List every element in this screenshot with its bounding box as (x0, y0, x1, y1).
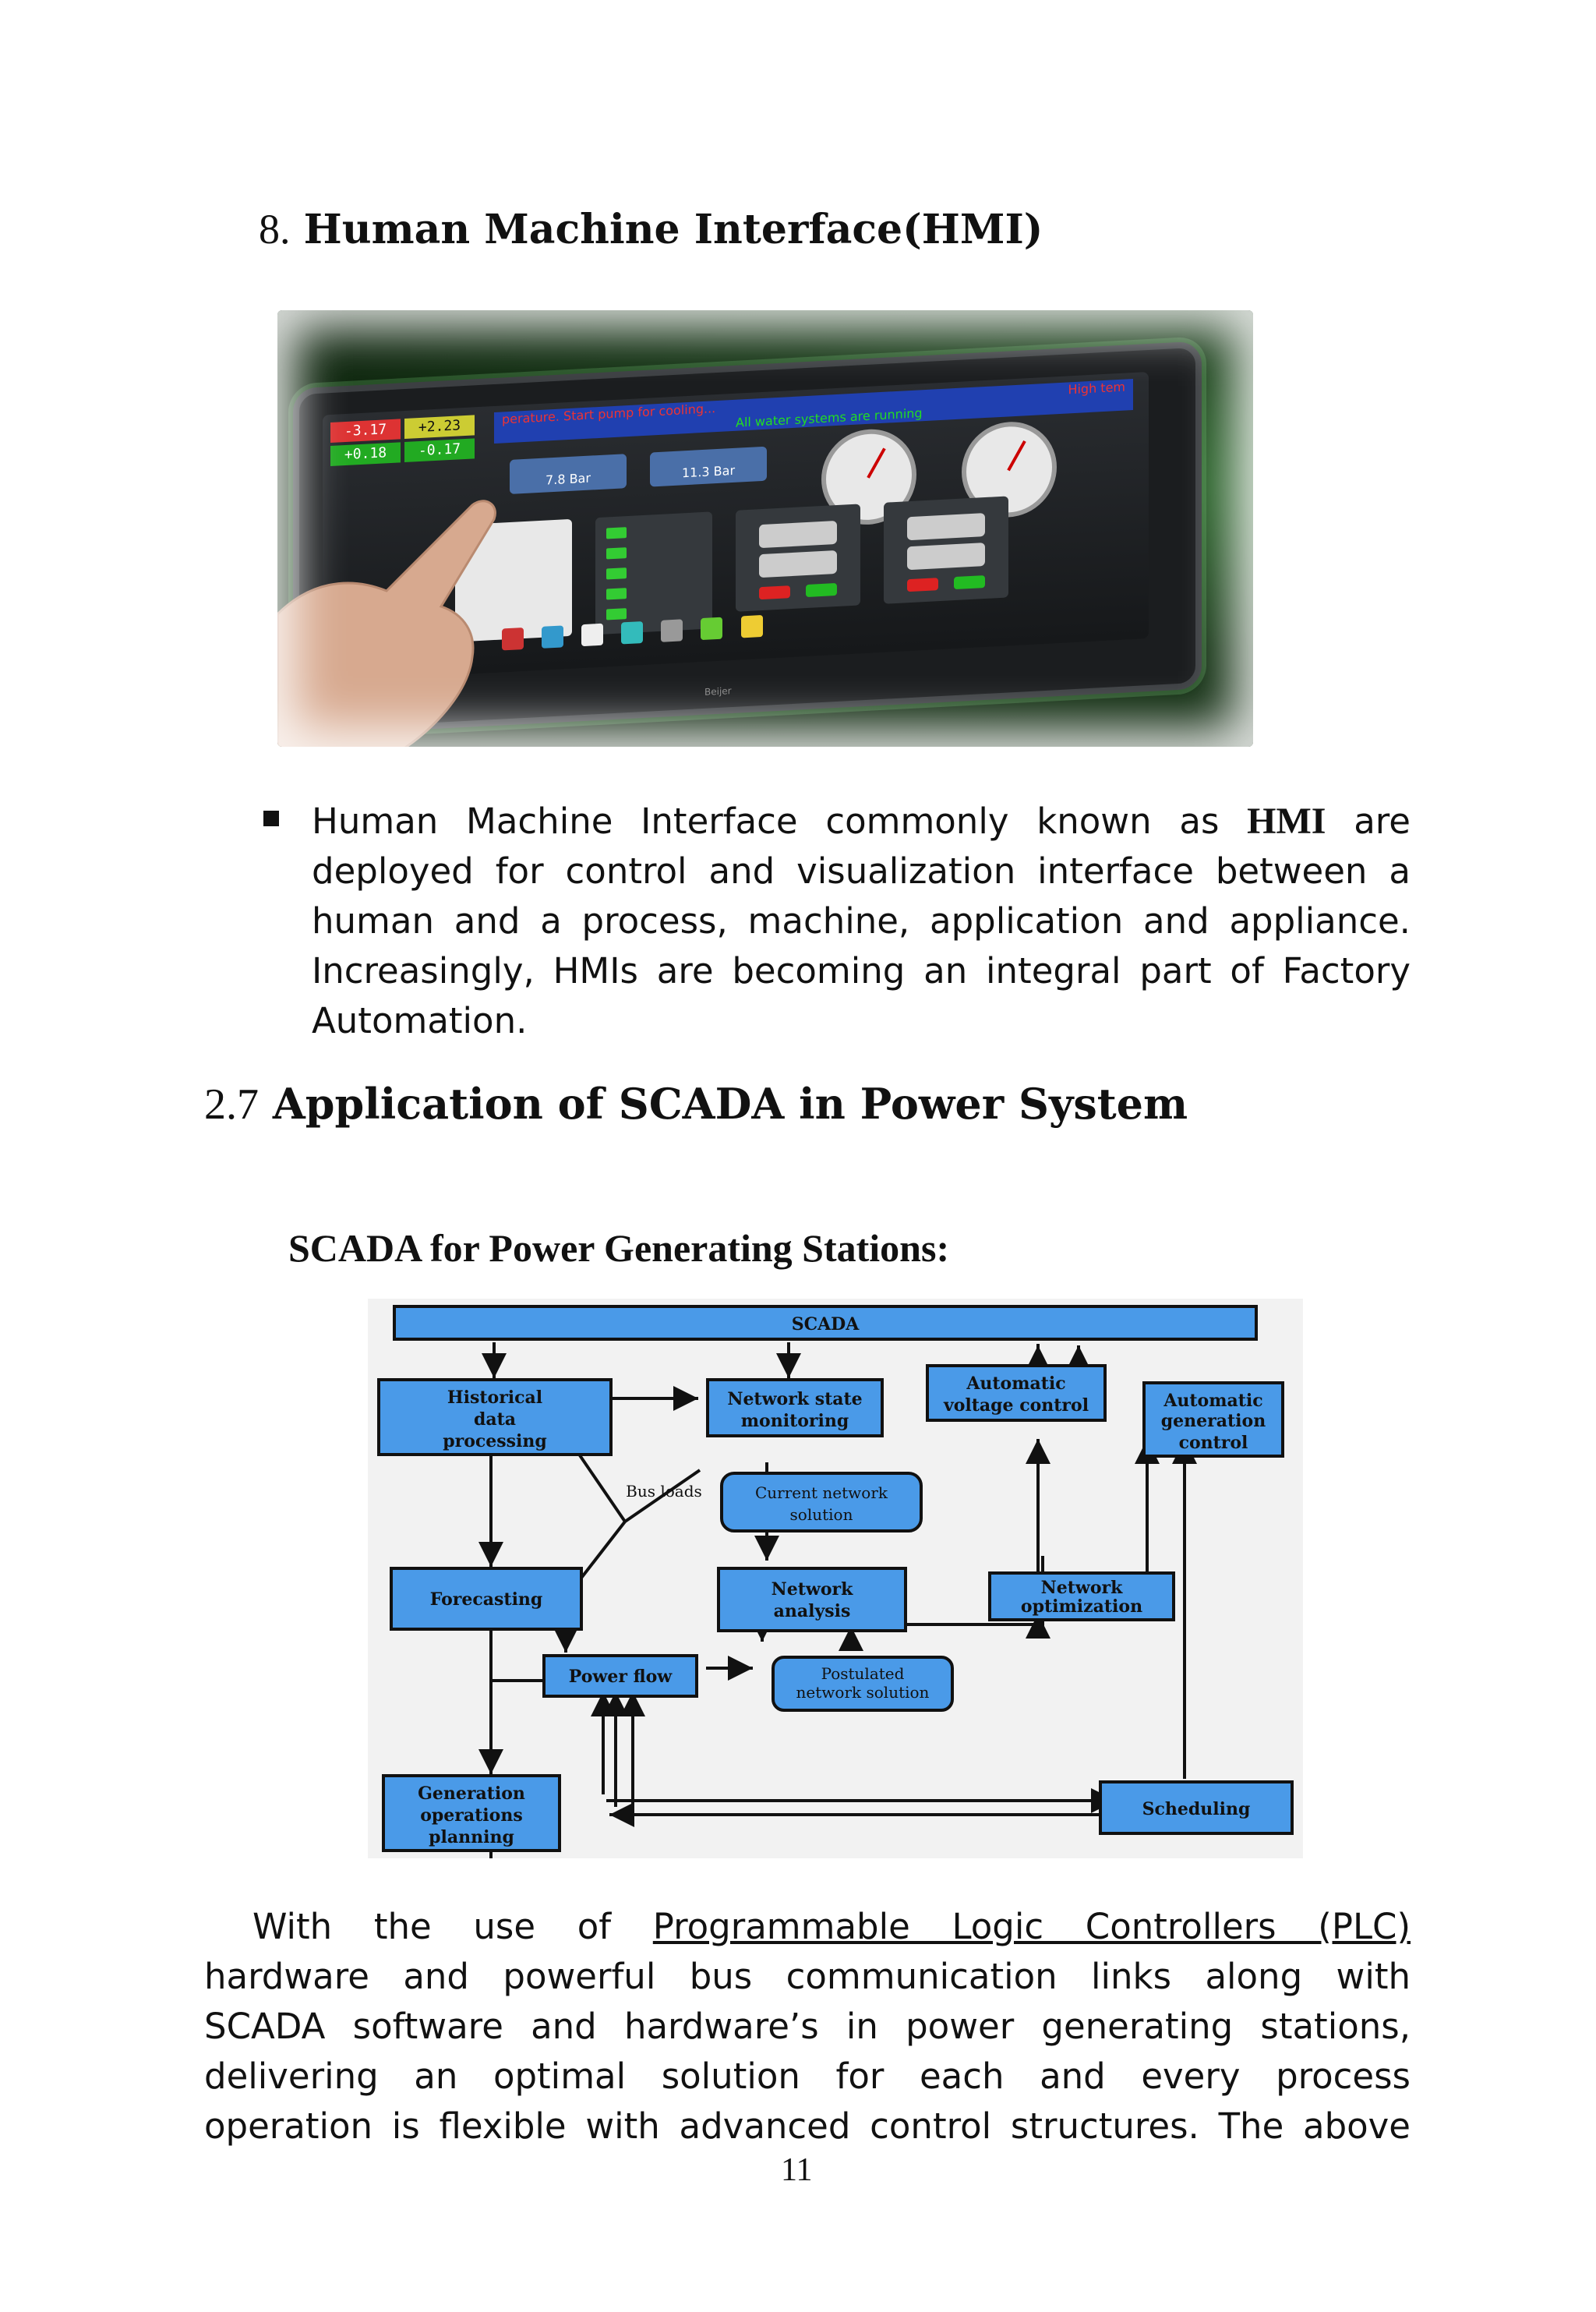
power-flow-label: Power flow (569, 1667, 673, 1687)
hmi-grey-button-icon (759, 550, 837, 578)
postulated-label-2: network solution (796, 1683, 930, 1702)
agc-label-1: Automatic (1163, 1391, 1262, 1411)
avc-label-1: Automatic (966, 1373, 1065, 1394)
subheading: SCADA for Power Generating Stations: (288, 1226, 950, 1270)
agc-label-2: generation (1161, 1411, 1266, 1431)
network-analysis-label-1: Network (772, 1579, 853, 1600)
plc-link[interactable]: Programmable Logic Controllers (PLC) (652, 1906, 1411, 1947)
scheduling-label: Scheduling (1142, 1799, 1251, 1819)
forecasting-box (390, 1567, 583, 1631)
agc-box (1142, 1381, 1284, 1458)
hmi-pressure-readout: 7.8 Bar (510, 454, 627, 494)
network-optimization-label-2: optimization (1021, 1596, 1142, 1617)
hmi-taskbar-icon (740, 614, 763, 638)
hmi-stop-button-icon (759, 585, 790, 600)
hmi-grey-button-icon (759, 520, 837, 549)
hmi-bullet-paragraph: Human Machine Interface commonly known a… (312, 797, 1411, 1046)
hmi-control-panel (736, 504, 860, 612)
hmi-control-panel (884, 496, 1008, 604)
postulated-box (772, 1656, 954, 1712)
bullet-tail-text: are deployed for control and visualizati… (312, 801, 1411, 1041)
network-state-box (706, 1378, 884, 1437)
hmi-stop-button-icon (907, 578, 938, 592)
scada-label: SCADA (792, 1314, 860, 1335)
paragraph-line: hardware and powerful bus communication … (204, 1956, 1411, 1997)
historical-label-3: processing (443, 1431, 547, 1451)
section-8-heading: 8. Human Machine Interface(HMI) (259, 204, 1043, 253)
hmi-taskbar-icon (661, 619, 683, 642)
paragraph-line: With the use of Programmable Logic Contr… (204, 1902, 1411, 1952)
section-number: 8. (259, 206, 291, 253)
paragraph-line: operation is flexible with advanced cont… (204, 2105, 1411, 2147)
network-optimization-label-1: Network (1041, 1578, 1123, 1598)
bus-loads-label: Bus loads (626, 1482, 702, 1501)
avc-box (926, 1364, 1107, 1422)
current-network-label-2: solution (790, 1505, 853, 1524)
hmi-value-cell: +0.18 (330, 442, 401, 467)
network-state-label-2: monitoring (741, 1411, 849, 1431)
generation-ops-label-1: Generation (418, 1783, 525, 1804)
agc-label-3: control (1179, 1433, 1248, 1453)
line-bus-loads-a (623, 1469, 701, 1523)
tablet-brand-text: Beijer (704, 685, 732, 698)
generation-ops-label-3: planning (429, 1827, 514, 1847)
section-title: Human Machine Interface(HMI) (303, 206, 1043, 253)
section-title: Application of SCADA in Power System (272, 1079, 1188, 1129)
bullet-lead-text: Human Machine Interface commonly known a… (312, 801, 1220, 842)
network-analysis-label-2: analysis (774, 1601, 851, 1621)
current-network-label-1: Current network (755, 1483, 888, 1502)
pointing-hand-icon (277, 500, 496, 747)
page-number: 11 (781, 2152, 813, 2188)
network-optimization-box (988, 1571, 1175, 1621)
hmi-start-button-icon (954, 575, 985, 590)
hmi-taskbar-icon (621, 621, 644, 645)
current-network-box (720, 1472, 923, 1532)
postulated-label-1: Postulated (821, 1664, 905, 1683)
network-analysis-box (717, 1567, 907, 1632)
scada-box (393, 1305, 1258, 1341)
hmi-value-cell: +2.23 (404, 415, 475, 440)
hmi-value-cell: -3.17 (330, 419, 401, 444)
paragraph-line: delivering an optimal solution for each … (204, 2056, 1411, 2097)
generation-ops-label-2: operations (420, 1805, 522, 1826)
avc-label-2: voltage control (943, 1395, 1089, 1416)
forecasting-label: Forecasting (430, 1589, 543, 1610)
power-flow-box (542, 1654, 698, 1698)
section-number: 2.7 (204, 1080, 259, 1129)
hmi-grey-button-icon (907, 543, 985, 571)
section-2-7-heading: 2.7 Application of SCADA in Power System (204, 1079, 1188, 1129)
hmi-switch-panel (595, 511, 712, 635)
network-state-label-1: Network state (727, 1389, 862, 1409)
bullet-bold-term: HMI (1247, 801, 1326, 842)
plc-paragraph: With the use of Programmable Logic Contr… (204, 1902, 1411, 2151)
generation-ops-box (382, 1774, 561, 1852)
hmi-pressure-readout: 11.3 Bar (650, 446, 767, 487)
hmi-touchscreen-photo: -3.17 +2.23 +0.18 -0.17 perature. Start … (277, 310, 1253, 747)
paragraph-line: SCADA software and hardware’s in power g… (204, 2006, 1411, 2047)
historical-data-box (377, 1378, 613, 1456)
hmi-grey-button-icon (907, 513, 985, 541)
hmi-value-cell: -0.17 (404, 438, 475, 463)
scheduling-box (1099, 1780, 1294, 1835)
bullet-square-icon (263, 811, 279, 826)
historical-label-1: Historical (447, 1388, 542, 1408)
paragraph-text: With the use of (252, 1906, 612, 1947)
hmi-taskbar-icon (701, 617, 723, 641)
scada-block-diagram: SCADA Historical data processing Network… (368, 1299, 1303, 1858)
historical-label-2: data (474, 1409, 516, 1430)
hmi-start-button-icon (806, 582, 837, 598)
